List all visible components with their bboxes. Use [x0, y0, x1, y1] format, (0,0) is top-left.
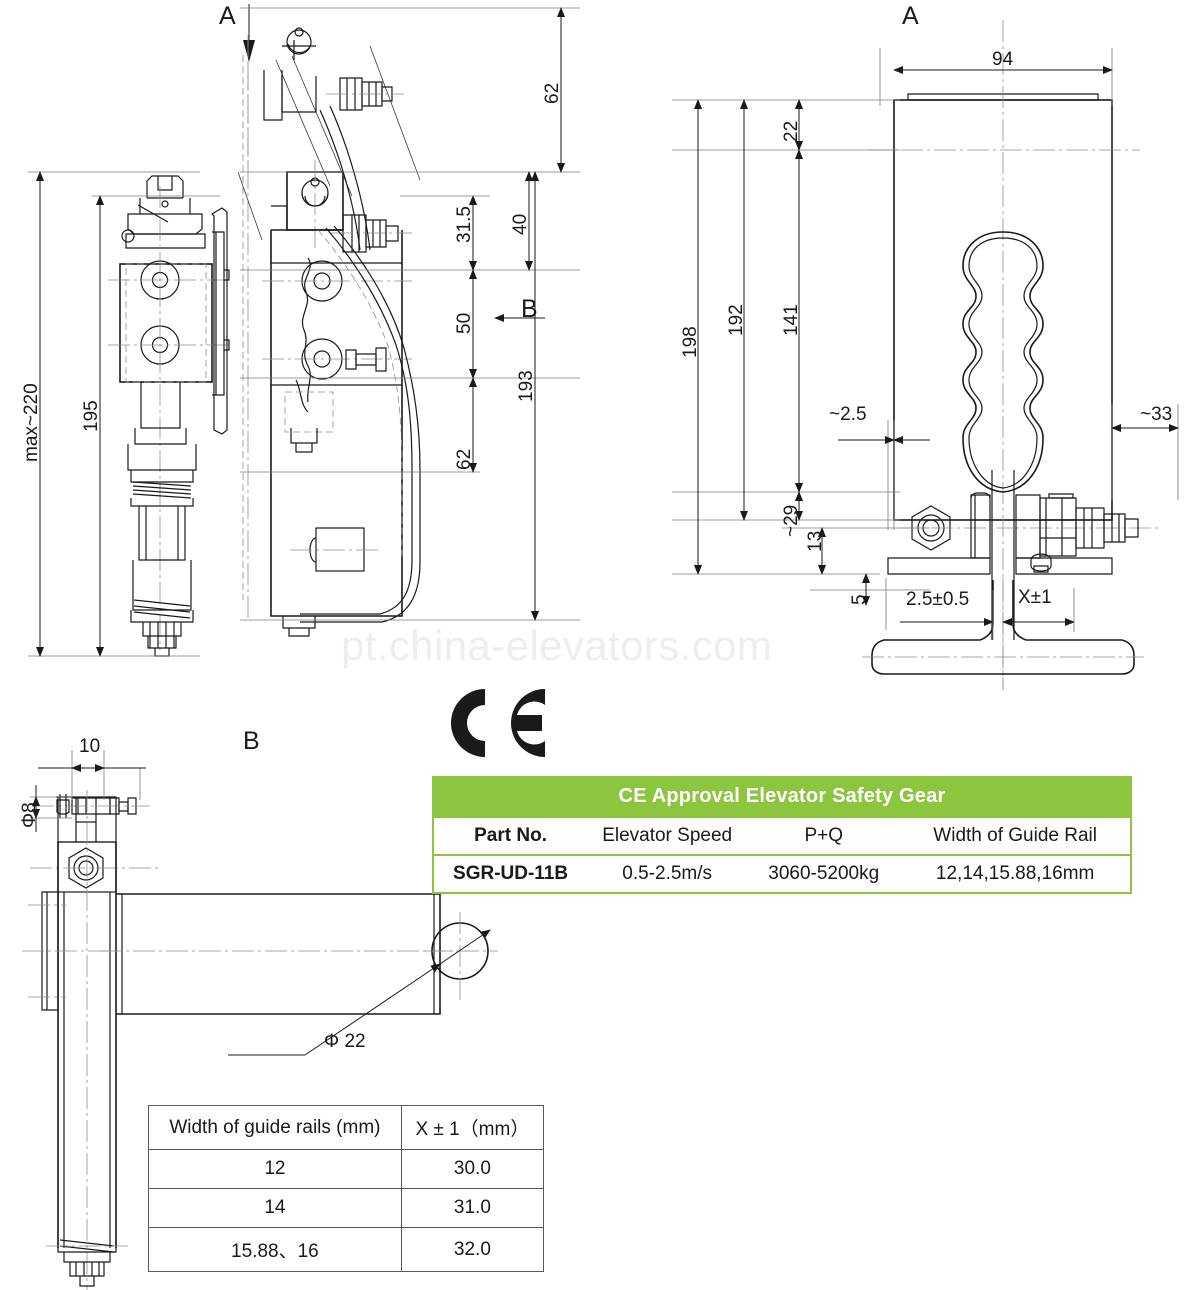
dim-62-top: 62 — [542, 82, 563, 104]
rail-width-table: Width of guide rails (mm) X ± 1（mm） 12 3… — [148, 1105, 545, 1272]
spec-cell-pq: 3060-5200kg — [768, 863, 880, 884]
dim-40: 40 — [510, 213, 531, 235]
dim-13: 13 — [805, 530, 826, 552]
watermark-text: pt.china-elevators.com — [341, 622, 773, 669]
dim-29: ~29 — [781, 504, 802, 537]
section-letter-a-right: A — [902, 2, 919, 30]
spec-header-speed: Elevator Speed — [602, 825, 733, 846]
rail-table-row: 15.88、16 32.0 — [148, 1227, 545, 1272]
dim-10: 10 — [79, 736, 101, 757]
dim-50: 50 — [454, 312, 475, 334]
section-letter-b-callout: B — [521, 295, 538, 323]
dim-x-plus-minus-1: X±1 — [1018, 587, 1052, 608]
rail-header-x: X ± 1（mm） — [400, 1105, 545, 1150]
rail-cell-x-14: 31.0 — [400, 1188, 545, 1228]
spec-header-rail-width: Width of Guide Rail — [933, 825, 1097, 846]
dim-195: 195 — [81, 400, 102, 432]
spec-table: CE Approval Elevator Safety Gear Part No… — [432, 776, 1132, 894]
rail-table-header-row: Width of guide rails (mm) X ± 1（mm） — [148, 1105, 545, 1150]
rail-table-row: 12 30.0 — [148, 1149, 545, 1189]
rail-table-row: 14 31.0 — [148, 1188, 545, 1228]
spec-header-pq: P+Q — [804, 825, 844, 846]
dim-2-5: ~2.5 — [829, 404, 867, 425]
dim-33: ~33 — [1140, 404, 1173, 425]
rail-header-width: Width of guide rails (mm) — [148, 1105, 402, 1150]
dim-31-5: 31.5 — [454, 206, 475, 243]
rail-cell-x-1588: 32.0 — [400, 1227, 545, 1272]
spec-cell-rail-width: 12,14,15.88,16mm — [935, 863, 1095, 884]
spec-cell-part-no: SGR-UD-11B — [453, 863, 569, 884]
dim-193: 193 — [516, 370, 537, 402]
spec-table-header-row: Part No. Elevator Speed P+Q Width of Gui… — [434, 817, 1130, 855]
section-letter-a-left: A — [219, 2, 236, 30]
ce-mark-logo — [436, 683, 556, 763]
dim-max220: max~220 — [21, 383, 42, 462]
dim-62-bottom: 62 — [454, 448, 475, 470]
dim-198: 198 — [680, 326, 701, 358]
rail-cell-width-1588: 15.88、16 — [148, 1227, 402, 1272]
dim-94: 94 — [992, 49, 1014, 70]
section-letter-b-view: B — [243, 727, 260, 755]
spec-cell-speed: 0.5-2.5m/s — [622, 863, 713, 884]
spec-header-part-no: Part No. — [474, 825, 547, 846]
spec-table-row: SGR-UD-11B 0.5-2.5m/s 3060-5200kg 12,14,… — [434, 855, 1130, 892]
dim-192: 192 — [726, 304, 747, 336]
rail-cell-width-12: 12 — [148, 1149, 402, 1189]
section-b-geometry — [22, 750, 498, 1290]
dim-phi8: Φ8 — [19, 802, 40, 828]
dim-141: 141 — [781, 304, 802, 336]
front-view-geometry — [28, 4, 580, 657]
dim-5: 5 — [849, 594, 870, 605]
dim-phi22: Φ 22 — [324, 1031, 366, 1052]
rail-cell-width-14: 14 — [148, 1188, 402, 1228]
rail-cell-x-12: 30.0 — [400, 1149, 545, 1189]
dim-22: 22 — [781, 120, 802, 142]
dim-rail-gap: 2.5±0.5 — [906, 589, 970, 610]
spec-table-title: CE Approval Elevator Safety Gear — [434, 778, 1130, 816]
section-a-geometry — [672, 20, 1179, 690]
